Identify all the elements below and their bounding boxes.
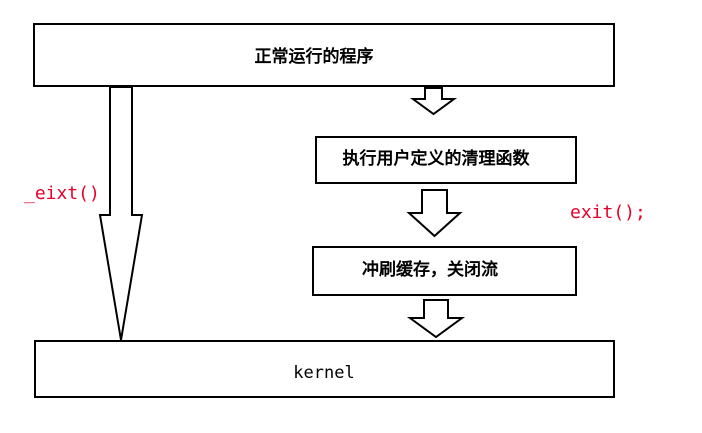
- arrow-program-to-cleanup: [409, 87, 458, 116]
- arrow-flush-to-kernel: [406, 299, 466, 339]
- kernel-node-label: kernel: [293, 363, 354, 383]
- flush-node: 冲刷缓存，关闭流: [312, 246, 577, 296]
- underscore-exit-label: _eixt(): [24, 183, 100, 204]
- program-node-label: 正常运行的程序: [255, 46, 374, 67]
- cleanup-node-label: 执行用户定义的清理函数: [343, 148, 531, 169]
- kernel-node: kernel: [34, 340, 615, 398]
- cleanup-node: 执行用户定义的清理函数: [315, 136, 577, 184]
- flush-node-label: 冲刷缓存，关闭流: [362, 259, 498, 280]
- underscore-exit-arrow: [98, 86, 144, 341]
- arrow-cleanup-to-flush: [406, 189, 463, 238]
- exit-label: exit();: [570, 202, 646, 223]
- program-node: 正常运行的程序: [33, 23, 615, 87]
